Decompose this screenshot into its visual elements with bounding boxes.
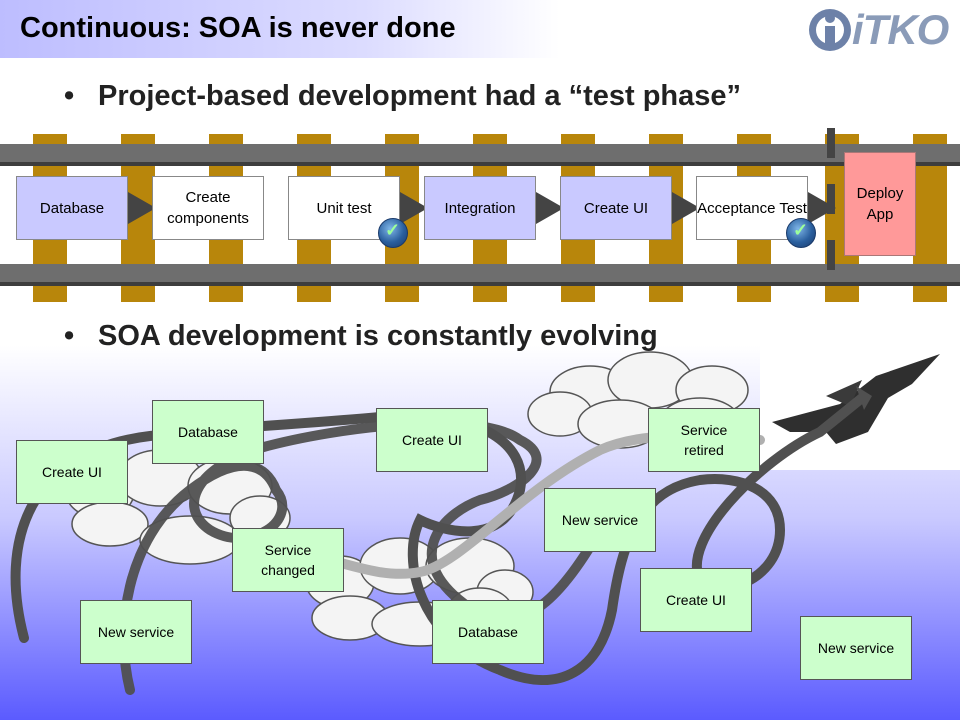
bullet-dot: • bbox=[64, 320, 75, 352]
soa-box-service-retired: Service retired bbox=[648, 408, 760, 472]
check-badge-icon: ✓ bbox=[378, 218, 408, 248]
soa-box-database: Database bbox=[152, 400, 264, 464]
stage-create-components: Create components bbox=[152, 176, 264, 240]
soa-box-new-service: New service bbox=[544, 488, 656, 552]
bullet-text: SOA development is constantly evolving bbox=[98, 320, 658, 352]
soa-box-database: Database bbox=[432, 600, 544, 664]
check-badge-icon: ✓ bbox=[786, 218, 816, 248]
soa-box-create-ui: Create UI bbox=[376, 408, 488, 472]
slide-title: Continuous: SOA is never done bbox=[20, 12, 456, 44]
stage-arrows bbox=[128, 192, 836, 224]
soa-box-new-service: New service bbox=[800, 616, 912, 680]
track-rails bbox=[0, 144, 960, 286]
stage-acceptance-test: Acceptance Test bbox=[696, 176, 808, 240]
stage-database: Database bbox=[16, 176, 128, 240]
soa-box-new-service: New service bbox=[80, 600, 192, 664]
soa-box-create-ui: Create UI bbox=[640, 568, 752, 632]
stage-create-ui: Create UI bbox=[560, 176, 672, 240]
itko-logo: iTKO bbox=[808, 6, 958, 56]
bullet-project-based: • Project-based development had a “test p… bbox=[64, 80, 741, 113]
bullet-soa-evolving: • SOA development is constantly evolving bbox=[64, 320, 658, 353]
stage-deploy-app: Deploy App bbox=[844, 152, 916, 256]
bullet-dot: • bbox=[64, 80, 75, 112]
title-bar: Continuous: SOA is never done bbox=[0, 0, 560, 58]
stage-integration: Integration bbox=[424, 176, 536, 240]
logo-mark-icon bbox=[809, 9, 851, 51]
gate-bar bbox=[827, 128, 835, 270]
soa-box-create-ui: Create UI bbox=[16, 440, 128, 504]
soa-box-service-changed: Service changed bbox=[232, 528, 344, 592]
bullet-text: Project-based development had a “test ph… bbox=[98, 80, 742, 112]
road-arrowhead-icon bbox=[856, 386, 872, 410]
logo-text: iTKO bbox=[852, 6, 949, 53]
